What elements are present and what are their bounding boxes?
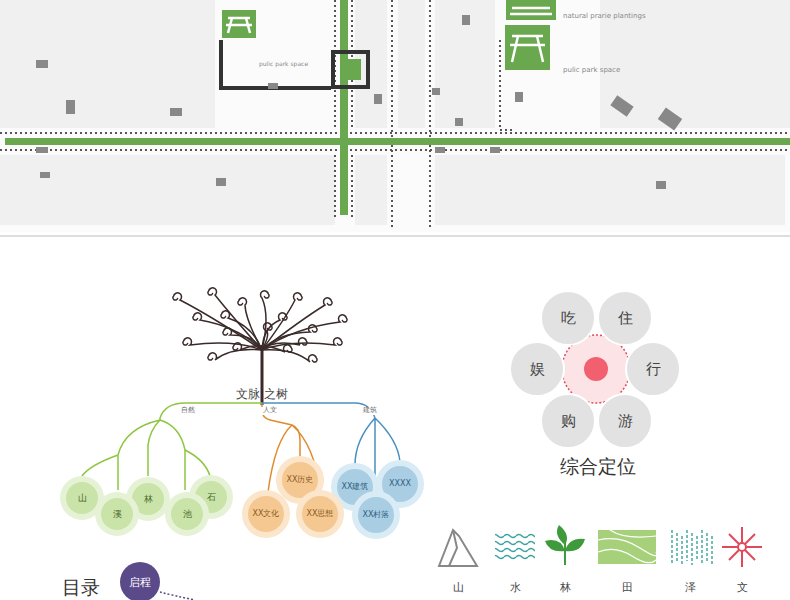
tree-branch: [262, 315, 347, 350]
node-text: 溪: [113, 510, 122, 519]
section-title: 综合定位: [560, 456, 636, 477]
node-text: XX文化: [253, 510, 280, 518]
tree-branch: [233, 343, 262, 350]
topic-circle: XXXX: [382, 466, 418, 502]
reed-stroke: [706, 533, 708, 561]
petal-circle: 娱: [509, 341, 565, 397]
node-text: 林: [144, 495, 153, 504]
tree-branch: [183, 338, 262, 350]
tree-branch: [262, 293, 302, 350]
node-text: 娱: [530, 362, 545, 377]
topic-circle: 溪: [101, 498, 133, 530]
reed-stroke: [681, 536, 683, 565]
section-title: 目录: [62, 577, 100, 598]
tree-branch: [262, 338, 307, 350]
petal-circle: 行: [625, 341, 681, 397]
chapter-circle: 启程: [120, 562, 160, 600]
topic-circle: 山: [66, 482, 98, 514]
petal-circle: 游: [597, 393, 653, 449]
node-text: 石: [207, 493, 216, 502]
node-text: XX思想: [307, 510, 334, 518]
node-text: 启程: [129, 577, 151, 588]
petal-circle: 住: [597, 290, 653, 346]
reed-stroke: [671, 530, 673, 565]
node-text: 吃: [561, 311, 576, 326]
petal-circle: 吃: [540, 290, 596, 346]
icon-label: 田: [622, 582, 633, 594]
topic-circle: 池: [171, 498, 203, 530]
icon-label: 山: [453, 582, 464, 594]
tree-branch: [262, 323, 272, 350]
node-text: 池: [183, 510, 192, 519]
reed-stroke: [686, 530, 688, 561]
node-text: 游: [618, 414, 633, 429]
tree-branch: [208, 349, 262, 360]
node-text: XX历史: [287, 476, 314, 484]
icon-label: 文: [737, 582, 748, 594]
tree-branch: [262, 298, 332, 350]
topic-circle: XX历史: [282, 462, 318, 498]
reed-stroke: [676, 533, 678, 561]
reed-stroke: [696, 536, 698, 561]
node-text: XXXX: [389, 480, 411, 488]
topic-circle: XX村落: [358, 497, 394, 533]
icon-label: 泽: [685, 582, 696, 594]
node-text: XX建筑: [342, 483, 369, 491]
petal-circle: 购: [540, 393, 596, 449]
reed-stroke: [711, 536, 713, 565]
topic-circle: XX文化: [248, 496, 284, 532]
node-text: 行: [646, 362, 661, 377]
map-label: natural prarie plantings: [563, 13, 646, 21]
topic-circle: 林: [132, 483, 164, 515]
branch-label: 人文: [261, 407, 279, 415]
branch-label: 建筑: [361, 407, 379, 415]
map-label: pulic park space: [259, 61, 308, 68]
node-text: 住: [618, 311, 633, 326]
reed-stroke: [701, 530, 703, 565]
reed-stroke: [691, 533, 693, 565]
tree-branch: [173, 293, 262, 350]
tree-title: 文脉 之树: [236, 388, 288, 401]
center-dot: [584, 357, 608, 381]
node-text: XX村落: [363, 511, 390, 519]
branch-label: 自然: [179, 407, 197, 415]
icon-label: 林: [560, 582, 571, 594]
tree-branch: [262, 350, 317, 362]
topic-circle: XX思想: [302, 496, 338, 532]
map-label: pulic park space: [563, 67, 620, 75]
icon-label: 水: [510, 582, 521, 594]
node-text: 购: [561, 414, 576, 429]
tree-branch: [208, 288, 262, 350]
tree-branch: [221, 311, 262, 350]
node-text: 山: [78, 494, 87, 503]
tree-branch: [262, 338, 342, 350]
